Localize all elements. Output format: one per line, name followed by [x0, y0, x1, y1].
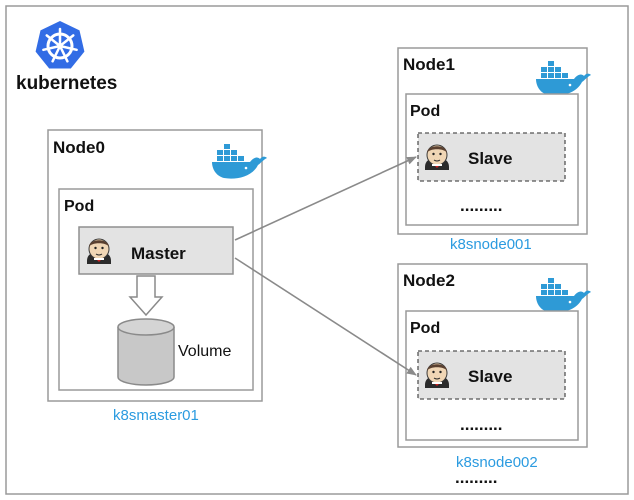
pod1-label: Pod — [410, 103, 440, 120]
more-pods-ellipsis-node1: ......... — [460, 196, 503, 215]
master-container — [78, 226, 234, 275]
node-box-node2: Node2 Pod Slave ......... — [397, 263, 591, 448]
node0-title: Node0 — [53, 138, 105, 157]
more-nodes-ellipsis: ......... — [455, 468, 498, 487]
kubernetes-logo: kubernetes — [16, 21, 117, 94]
volume-label: Volume — [178, 343, 231, 360]
pod2-label: Pod — [410, 320, 440, 337]
connection-arrow-master-to-node1-slave — [234, 156, 417, 241]
pod-box-node1: Pod Slave ......... — [405, 93, 579, 226]
down-arrow-icon — [128, 275, 164, 317]
node-box-node0: Node0 Pod Master Volume — [47, 129, 267, 402]
kubernetes-wordmark: kubernetes — [16, 73, 117, 94]
slave-label-node1: Slave — [468, 149, 512, 168]
outer-frame — [5, 5, 629, 495]
jenkins-icon — [86, 238, 112, 265]
kubernetes-helm-wheel-icon — [35, 21, 85, 69]
node-box-node1: Node1 Pod Slave ......... — [397, 47, 591, 235]
pod-box-node0: Pod Master Volume — [58, 188, 254, 391]
master-label: Master — [131, 244, 186, 263]
node2-hostname: k8snode002 — [456, 454, 538, 471]
volume-cylinder-icon — [117, 318, 175, 386]
pod-box-node2: Pod Slave ......... — [405, 310, 579, 441]
node1-title: Node1 — [403, 55, 455, 74]
more-pods-ellipsis-node2: ......... — [460, 415, 503, 434]
node1-hostname: k8snode001 — [450, 236, 532, 253]
pod0-label: Pod — [64, 198, 94, 215]
jenkins-icon — [424, 144, 450, 171]
slave-label-node2: Slave — [468, 367, 512, 386]
jenkins-icon — [424, 362, 450, 389]
node0-hostname: k8smaster01 — [113, 407, 199, 424]
connection-arrow-master-to-node2-slave — [234, 257, 417, 376]
node2-title: Node2 — [403, 271, 455, 290]
